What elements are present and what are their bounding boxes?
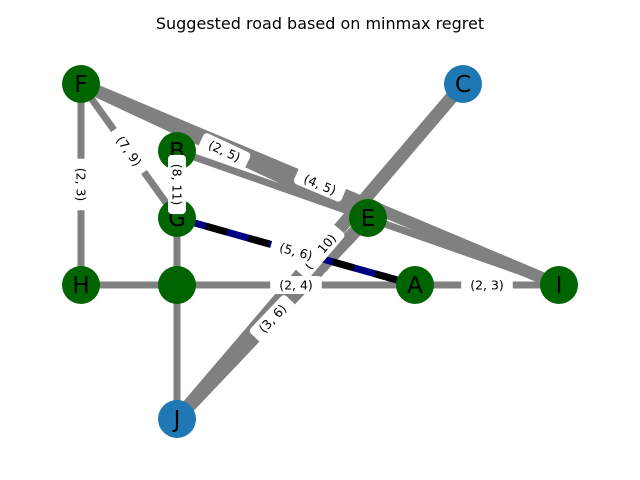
- edge-label-background: [198, 133, 251, 169]
- edge-labels-layer: (2, 3)(7, 9)(2, 5)(4, 5)(8, 11)(9, 10)(3…: [72, 126, 513, 342]
- node-f: F: [62, 65, 100, 103]
- edge-label-b-g: (8, 11): [168, 154, 186, 215]
- edge-label-background: [461, 276, 513, 294]
- edge-label-g-a: (5, 6): [269, 236, 323, 267]
- edge-label-f-g: (7, 9): [108, 126, 150, 176]
- edge-label-background: [168, 154, 186, 215]
- edge-label-background: [72, 158, 90, 211]
- node-circle: [158, 400, 196, 438]
- node-circle: [158, 266, 196, 304]
- edge-label-text: (2, 3): [74, 168, 89, 202]
- node-circle: [349, 199, 387, 237]
- node-label: H: [72, 273, 89, 299]
- node-label: A: [407, 273, 423, 299]
- node-circle: [540, 266, 578, 304]
- node-label: I: [556, 273, 563, 299]
- node-circle: [158, 199, 196, 237]
- node-circle: [396, 266, 434, 304]
- node-circle: [62, 65, 100, 103]
- node-label: F: [74, 72, 87, 98]
- edge-label-background: [293, 167, 347, 202]
- node-label: C: [455, 72, 471, 98]
- edge-label-background: [108, 126, 150, 176]
- edge-label-text: (2, 3): [470, 278, 504, 293]
- edge-label-background: [270, 276, 322, 294]
- edge-label-background: [269, 236, 323, 267]
- edge-label-a-i: (2, 3): [461, 276, 513, 294]
- node-a: A: [396, 266, 434, 304]
- edge-label-text: (7, 9): [113, 133, 145, 169]
- node-circle: [158, 132, 196, 170]
- node-circle: [62, 266, 100, 304]
- graph-title: Suggested road based on minmax regret: [156, 14, 484, 33]
- node-label: E: [361, 206, 376, 232]
- node-j: J: [158, 400, 196, 438]
- node-c: C: [444, 65, 482, 103]
- edge-label-f-h: (2, 3): [72, 158, 90, 211]
- edge-e-i: [366, 214, 561, 289]
- node-i: I: [540, 266, 578, 304]
- edge-label-text: (8, 11): [170, 164, 185, 206]
- edge-label-text: (2, 4): [279, 278, 313, 293]
- node-h: H: [62, 266, 100, 304]
- node-label: J: [172, 407, 181, 433]
- node-e: E: [349, 199, 387, 237]
- node-circle: [444, 65, 482, 103]
- edge-label-background: [249, 295, 296, 342]
- edge-label-d-a: (2, 4): [270, 276, 322, 294]
- node-d: [158, 266, 196, 304]
